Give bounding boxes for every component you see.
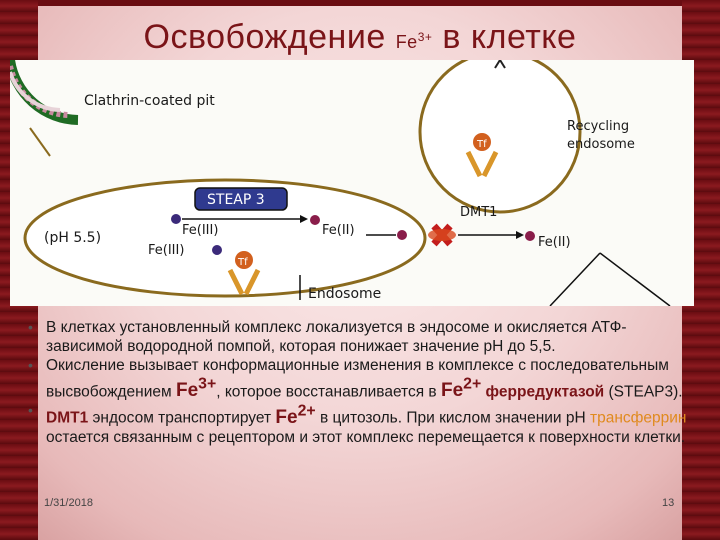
- steap-label: STEAP 3: [207, 192, 265, 208]
- tf-label-a: Tf: [476, 139, 487, 150]
- bullet-icon: •: [28, 402, 33, 419]
- bullet-1: • В клетках установленный комплекс локал…: [24, 318, 696, 356]
- endosome-diagram: Clathrin-coated pit Recycling endosome T…: [10, 60, 694, 306]
- bullet-3-text-b: в цитозоль. При кислом значении рН: [319, 409, 586, 427]
- bullet-2-text-c: (STEAP3).: [608, 383, 683, 401]
- fe3-dot-a: [171, 214, 181, 224]
- title-ion: Fe3+: [395, 30, 433, 52]
- bullet-list: • В клетках установленный комплекс локал…: [24, 318, 696, 447]
- bullet-icon: •: [28, 319, 33, 335]
- bullet-2-text-b: , которое восстанавливается в: [216, 383, 437, 401]
- up-arrow-icon: [494, 60, 506, 69]
- fe2-label-b: Fe(II): [538, 235, 571, 250]
- ph-label: (pH 5.5): [44, 230, 101, 246]
- bullet-3-ion-charge: 2+: [297, 402, 316, 420]
- title-tail: в клетке: [442, 18, 577, 56]
- bullet-3-ion: Fe2+: [275, 402, 315, 428]
- bullet-1-text: В клетках установленный комплекс локализ…: [46, 319, 627, 355]
- clathrin-pit: [10, 60, 79, 125]
- fe3-label-b: Fe(III): [148, 243, 184, 258]
- bullet-2-enzyme: ферредуктазой: [485, 383, 605, 401]
- recycling-label-1: Recycling: [567, 119, 629, 134]
- bullet-3-ion-symbol: Fe: [275, 406, 298, 428]
- bullet-2-ion-symbol: Fe: [175, 380, 199, 402]
- bullet-3: • DMT1 эндосом транспортирует Fe2+ в цит…: [24, 401, 696, 446]
- bullet-2-ion2: Fe2+: [440, 376, 481, 402]
- bullet-2-ion: Fe3+: [175, 376, 216, 402]
- slide-title: Освобождение Fe3+ в клетке: [0, 18, 720, 57]
- fe2-dot-b: [525, 231, 535, 241]
- bullet-2-ion2-charge: 2+: [463, 376, 482, 393]
- recycling-label-2: endosome: [567, 137, 635, 152]
- bullet-icon: •: [28, 357, 33, 373]
- fe2-dot-a: [310, 215, 320, 225]
- clathrin-label: Clathrin-coated pit: [84, 93, 215, 109]
- tf-label-b: Tf: [237, 257, 248, 268]
- bullet-3-text-c: остается связанным с рецептором и этот к…: [46, 428, 686, 446]
- fe3-label-a: Fe(III): [182, 223, 218, 238]
- receptor-endosome-icon: Tf: [227, 251, 261, 296]
- title-ion-charge: 3+: [417, 30, 433, 44]
- bullet-2-ion-charge: 3+: [198, 376, 217, 393]
- fe3-dot-b: [212, 245, 222, 255]
- fe2-label-a: Fe(II): [322, 223, 355, 238]
- bullet-2-ion2-symbol: Fe: [440, 380, 464, 402]
- slide-date: 1/31/2018: [44, 497, 93, 509]
- dmt1-transporter-icon: [428, 223, 456, 247]
- recycling-endosome: [418, 60, 582, 214]
- title-main: Освобождение: [143, 18, 386, 56]
- bullet-3-text-a: эндосом транспортирует: [92, 409, 272, 427]
- bullet-2-text-a: Окисление вызывает конформационные измен…: [46, 357, 669, 401]
- steap-box: [194, 187, 288, 211]
- bullet-2: • Окисление вызывает конформационные изм…: [24, 356, 696, 401]
- title-ion-symbol: Fe: [395, 32, 418, 52]
- endosome-label: Endosome: [308, 286, 381, 302]
- bullet-3-dmt: DMT1: [46, 409, 89, 427]
- bullet-3-transferrin: трансферрин: [590, 409, 687, 427]
- endosome: [23, 178, 427, 298]
- diagram-svg: Clathrin-coated pit Recycling endosome T…: [10, 60, 671, 306]
- arrow-icon: [300, 215, 308, 223]
- top-frame: [0, 0, 720, 6]
- slide-page-number: 13: [662, 497, 675, 509]
- receptor-recycling-icon: Tf: [465, 133, 499, 178]
- dmt1-label: DMT1: [460, 205, 497, 220]
